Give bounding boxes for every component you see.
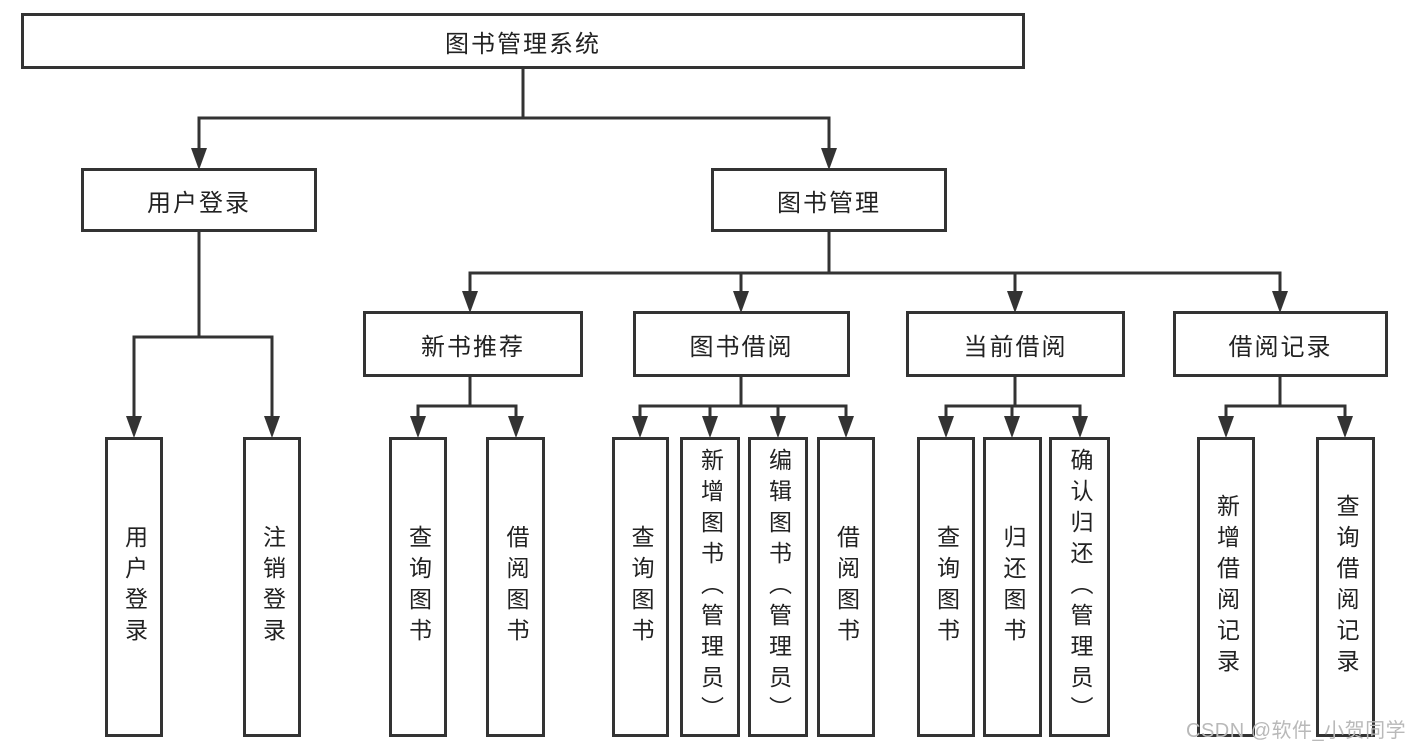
node-leaf-borrow-books-2: 借阅图书: [817, 437, 875, 737]
node-label: 确认归还（管理员）: [1067, 447, 1093, 727]
node-label: 编辑图书（管理员）: [765, 447, 792, 727]
csdn-watermark: CSDN @软件_小贺同学: [1186, 720, 1405, 742]
node-leaf-query-books-1: 查询图书: [389, 437, 447, 737]
arrowhead-icon: [1337, 416, 1353, 438]
node-leaf-confirm-return-admin: 确认归还（管理员）: [1049, 437, 1110, 737]
node-label: 新增图书（管理员）: [697, 447, 724, 727]
node-leaf-user-login: 用户登录: [105, 437, 163, 737]
node-user-login: 用户登录: [81, 168, 317, 232]
arrowhead-icon: [1218, 416, 1234, 438]
node-label: 查询借阅记录: [1333, 494, 1359, 680]
node-leaf-add-borrow-record: 新增借阅记录: [1197, 437, 1255, 737]
node-leaf-query-borrow-record: 查询借阅记录: [1316, 437, 1375, 737]
arrowhead-icon: [508, 416, 524, 438]
node-new-book-recommend: 新书推荐: [363, 311, 583, 377]
arrowheads: [126, 148, 1353, 438]
arrowhead-icon: [191, 148, 207, 170]
arrowhead-icon: [1004, 416, 1020, 438]
node-borrow-record: 借阅记录: [1173, 311, 1388, 377]
node-leaf-add-books-admin: 新增图书（管理员）: [680, 437, 740, 737]
node-leaf-logout: 注销登录: [243, 437, 301, 737]
node-current-borrow: 当前借阅: [906, 311, 1125, 377]
arrowhead-icon: [702, 416, 718, 438]
node-label: 借阅图书: [503, 525, 529, 649]
node-label: 用户登录: [121, 525, 148, 649]
arrowhead-icon: [126, 416, 142, 438]
node-leaf-return-books: 归还图书: [983, 437, 1042, 737]
arrowhead-icon: [1272, 291, 1288, 313]
node-book-management: 图书管理: [711, 168, 947, 232]
arrowhead-icon: [264, 416, 280, 438]
node-book-borrow: 图书借阅: [633, 311, 850, 377]
arrowhead-icon: [838, 416, 854, 438]
arrowhead-icon: [410, 416, 426, 438]
node-label: 归还图书: [1000, 525, 1026, 649]
node-leaf-query-books-3: 查询图书: [917, 437, 975, 737]
node-label: 新增借阅记录: [1213, 494, 1240, 680]
arrowhead-icon: [733, 291, 749, 313]
arrowhead-icon: [462, 291, 478, 313]
node-label: 查询图书: [933, 525, 960, 649]
node-label: 注销登录: [259, 525, 286, 649]
node-label: 查询图书: [405, 525, 432, 649]
arrowhead-icon: [1007, 291, 1023, 313]
arrowhead-icon: [632, 416, 648, 438]
arrowhead-icon: [1072, 416, 1088, 438]
arrowhead-icon: [821, 148, 837, 170]
node-leaf-query-books-2: 查询图书: [612, 437, 669, 737]
arrowhead-icon: [938, 416, 954, 438]
node-leaf-edit-books-admin: 编辑图书（管理员）: [748, 437, 808, 737]
node-root-library-system: 图书管理系统: [21, 13, 1025, 69]
node-label: 借阅图书: [833, 525, 860, 649]
node-label: 查询图书: [628, 525, 654, 649]
arrowhead-icon: [770, 416, 786, 438]
node-leaf-borrow-books-1: 借阅图书: [486, 437, 545, 737]
